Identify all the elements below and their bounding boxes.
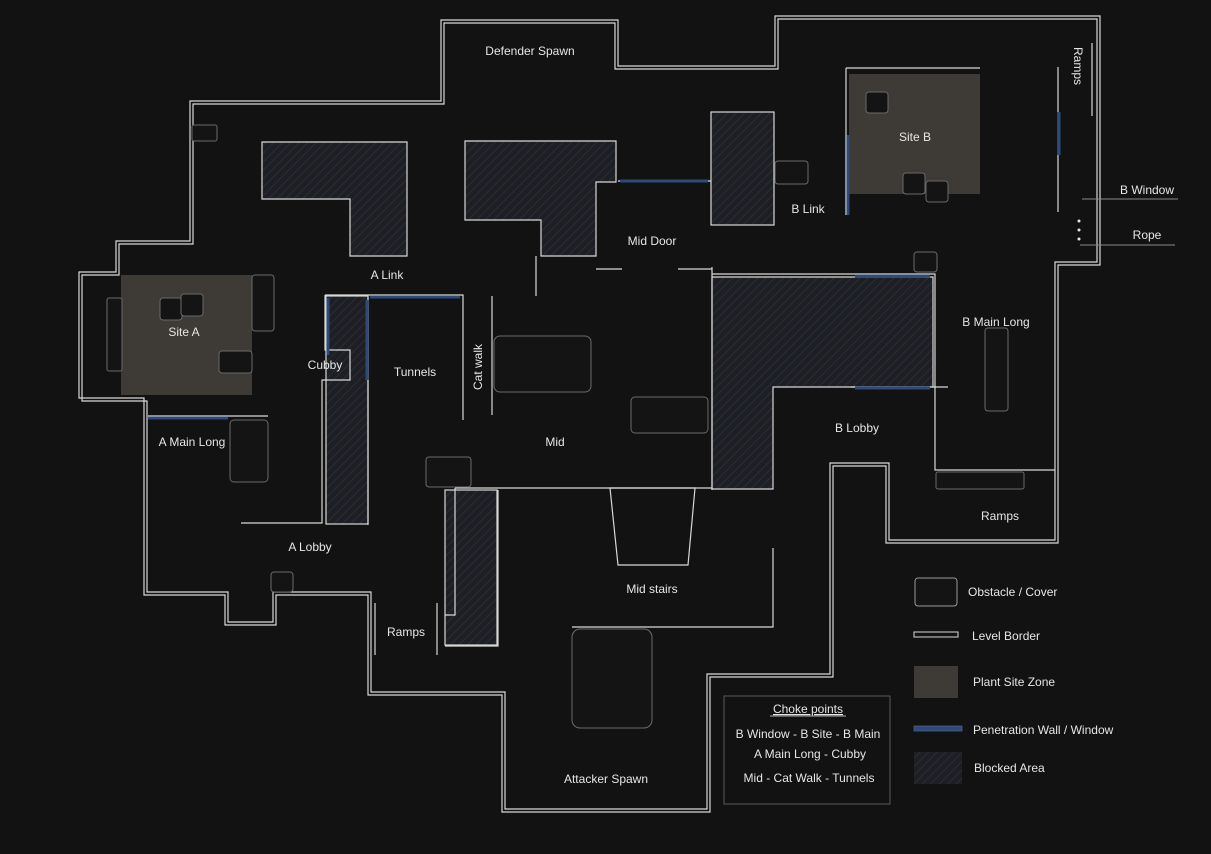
label-cat-walk: Cat walk: [471, 343, 485, 390]
blocked-area-mid-top: [464, 140, 617, 257]
label-b-link: B Link: [791, 202, 825, 216]
label-ramps-right: Ramps: [981, 509, 1019, 523]
chokepoints-panel: Choke points B Window - B Site - B Main …: [723, 695, 891, 805]
blocked-area-tunnels: [325, 295, 369, 525]
chokepoint-line: Mid - Cat Walk - Tunnels: [744, 771, 875, 785]
label-site-a: Site A: [168, 325, 199, 339]
legend: Obstacle / Cover Level Border Plant Site…: [913, 577, 1114, 784]
blocked-area-ramps: [444, 489, 498, 646]
blocked-area-a-link: [261, 141, 408, 257]
label-tunnels: Tunnels: [394, 365, 436, 379]
label-b-window: B Window: [1120, 183, 1174, 197]
label-ramps-top: Ramps: [1071, 47, 1085, 85]
rope-dot: [1077, 228, 1081, 232]
legend-border-swatch: [913, 631, 959, 638]
legend-border-label: Level Border: [972, 629, 1040, 643]
label-a-main-long: A Main Long: [159, 435, 226, 449]
rope-dot: [1077, 237, 1081, 241]
label-cubby: Cubby: [308, 358, 343, 372]
legend-blocked-swatch: [914, 752, 962, 784]
legend-blocked-label: Blocked Area: [974, 761, 1045, 775]
label-defender-spawn: Defender Spawn: [485, 44, 574, 58]
label-mid-door: Mid Door: [628, 234, 677, 248]
label-a-lobby: A Lobby: [288, 540, 331, 554]
chokepoint-line: B Window - B Site - B Main: [736, 727, 881, 741]
chokepoint-line: A Main Long - Cubby: [754, 747, 866, 761]
legend-penetration-label: Penetration Wall / Window: [973, 723, 1114, 737]
legend-plant-swatch: [914, 666, 958, 698]
level-border: [78, 15, 1101, 813]
blocked-area-b-link: [710, 111, 775, 226]
obstacles: [106, 91, 1025, 729]
blocked-area-b-lobby: [711, 276, 934, 490]
level-border-inner: [81, 18, 1098, 810]
label-b-main-long: B Main Long: [962, 315, 1029, 329]
penetration-walls: [148, 112, 1061, 420]
label-site-b: Site B: [899, 130, 931, 144]
legend-obstacle-label: Obstacle / Cover: [968, 585, 1057, 599]
label-ramps-bottom: Ramps: [387, 625, 425, 639]
label-a-link: A Link: [371, 268, 405, 282]
label-b-lobby: B Lobby: [835, 421, 879, 435]
label-attacker-spawn: Attacker Spawn: [564, 772, 648, 786]
label-rope: Rope: [1133, 228, 1162, 242]
rope-dot: [1077, 219, 1081, 223]
chokepoints-title: Choke points: [773, 702, 843, 716]
legend-penetration-swatch: [913, 725, 963, 732]
label-mid-stairs: Mid stairs: [626, 582, 677, 596]
legend-obstacle-swatch: [914, 577, 958, 607]
label-mid: Mid: [545, 435, 564, 449]
legend-plant-label: Plant Site Zone: [973, 675, 1055, 689]
